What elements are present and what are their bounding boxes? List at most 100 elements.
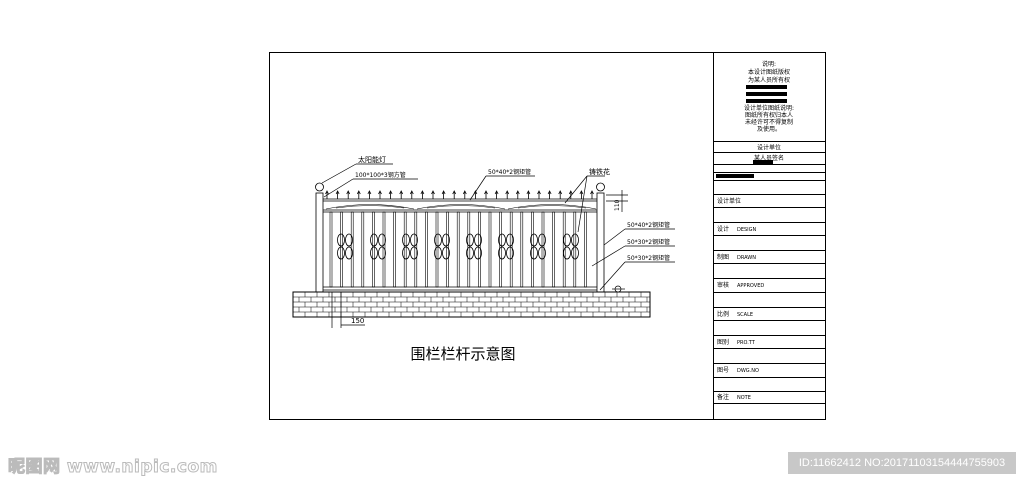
spike-tip (441, 190, 446, 195)
title-block-label: 设计单位 (717, 197, 741, 205)
cast-iron-flower (571, 246, 579, 260)
spike-tip (494, 190, 499, 195)
spike-tip (462, 190, 467, 195)
spike-tip (526, 190, 531, 195)
cast-iron-flower (506, 233, 514, 247)
arch-ornament (507, 204, 597, 210)
solar-lamp-icon (596, 182, 605, 192)
label-cast-iron: 铸铁花 (589, 167, 610, 176)
picket (435, 211, 439, 288)
redacted-bar (746, 92, 787, 96)
picket (403, 211, 407, 288)
title-block-top-lines (713, 141, 825, 181)
solar-lamp-icon (315, 182, 324, 192)
note-line: 设计单位图纸说明: (744, 104, 794, 112)
cast-iron-flower (506, 246, 514, 260)
picket (562, 211, 566, 288)
cast-iron-flower (345, 246, 353, 260)
spike-tip (547, 190, 552, 195)
picket (456, 211, 460, 288)
label-solar-lamp: 太阳能灯 (358, 155, 386, 164)
label-right-1: 50*40*2钢矩管 (627, 221, 670, 229)
cast-iron-flower (370, 246, 378, 260)
cast-iron-flower (498, 246, 506, 260)
picket (361, 211, 365, 288)
picket (499, 211, 502, 288)
note-line: 为某人员所有权 (748, 76, 790, 84)
cast-iron-flower (538, 233, 546, 247)
cast-iron-flower (442, 246, 450, 260)
picket (350, 211, 354, 288)
label-right-3: 50*30*2钢矩管 (627, 254, 670, 262)
spike-tip (452, 190, 457, 195)
title-block-notes: 说明: 本设计图纸版权 为某人员所有权 设计单位图纸说明: 图纸所有权归本人 未… (744, 60, 794, 133)
cast-iron-flower (410, 233, 418, 247)
spike-tip (409, 190, 414, 195)
spike-tip (537, 190, 541, 195)
spike-tip (356, 190, 361, 195)
picket (520, 211, 524, 288)
drawing-title: 围栏栏杆示意图 (410, 345, 515, 363)
picket (393, 211, 396, 288)
picket (329, 211, 333, 288)
label-right-2: 50*30*2钢矩管 (627, 238, 670, 246)
cast-iron-flower (538, 246, 546, 260)
dimension-base: 150 (351, 317, 364, 325)
title-block-label: 图别 (717, 338, 729, 346)
cast-iron-flower (442, 233, 450, 247)
picket (425, 211, 428, 288)
spike-tip (515, 190, 520, 195)
title-block-value: DRAWN (737, 255, 756, 261)
leader-lines (321, 163, 675, 328)
owner-label: 某人员签名 (754, 154, 784, 162)
title-block-label: 设计 (717, 225, 729, 233)
title-block-label: 审核 (717, 281, 729, 289)
spike-tip (558, 190, 563, 195)
spike-tip (335, 190, 340, 195)
title-block-value: NOTE (737, 395, 751, 401)
cast-iron-flower (337, 233, 345, 247)
spike-tip (420, 190, 425, 195)
spike-tip (346, 190, 351, 195)
title-block-label: 图号 (717, 367, 729, 374)
picket (552, 211, 555, 288)
title-block-label: 备注 (717, 393, 729, 401)
cast-iron-flower (434, 233, 442, 247)
spike-tip (367, 190, 372, 195)
title-block-label: 制图 (717, 253, 729, 261)
cast-iron-flower (530, 233, 538, 247)
picket (467, 211, 471, 288)
note-line: 说明: (762, 60, 776, 68)
title-block-value: DWG.NO (737, 368, 759, 374)
arch-ornament (416, 204, 506, 210)
arch-ornament (517, 205, 587, 209)
cast-iron-flower (530, 246, 538, 260)
picket (340, 211, 343, 288)
cast-iron-flower (466, 246, 474, 260)
title-block-value: SCALE (737, 312, 753, 318)
note-line: 及使用。 (757, 125, 781, 133)
label-top-rail: 50*40*2钢矩管 (488, 168, 531, 176)
picket (584, 211, 587, 288)
cast-iron-flower (378, 233, 386, 247)
cast-iron-flower (434, 246, 442, 260)
spike-tip (568, 190, 573, 195)
picket (573, 211, 577, 288)
title-block-value: PRO.TT (737, 340, 756, 346)
cast-iron-flower (345, 233, 353, 247)
title-block-value: APPROVED (737, 283, 764, 289)
note-line: 图纸所有权归本人 (745, 111, 793, 119)
redacted-bar (746, 85, 787, 89)
design-unit-header: 设计单位 (757, 144, 781, 152)
cast-iron-flower (402, 246, 410, 260)
cast-iron-flower (571, 233, 579, 247)
cast-iron-flower (498, 233, 506, 247)
redacted-bar (746, 99, 787, 103)
title-block-label: 比例 (717, 310, 729, 318)
cast-iron-flower (337, 246, 345, 260)
dimension-top: 110 (614, 199, 621, 211)
cast-iron-flower (474, 233, 482, 247)
watermark-id: ID:11662412 NO:20171103154444755903 (788, 452, 1016, 474)
